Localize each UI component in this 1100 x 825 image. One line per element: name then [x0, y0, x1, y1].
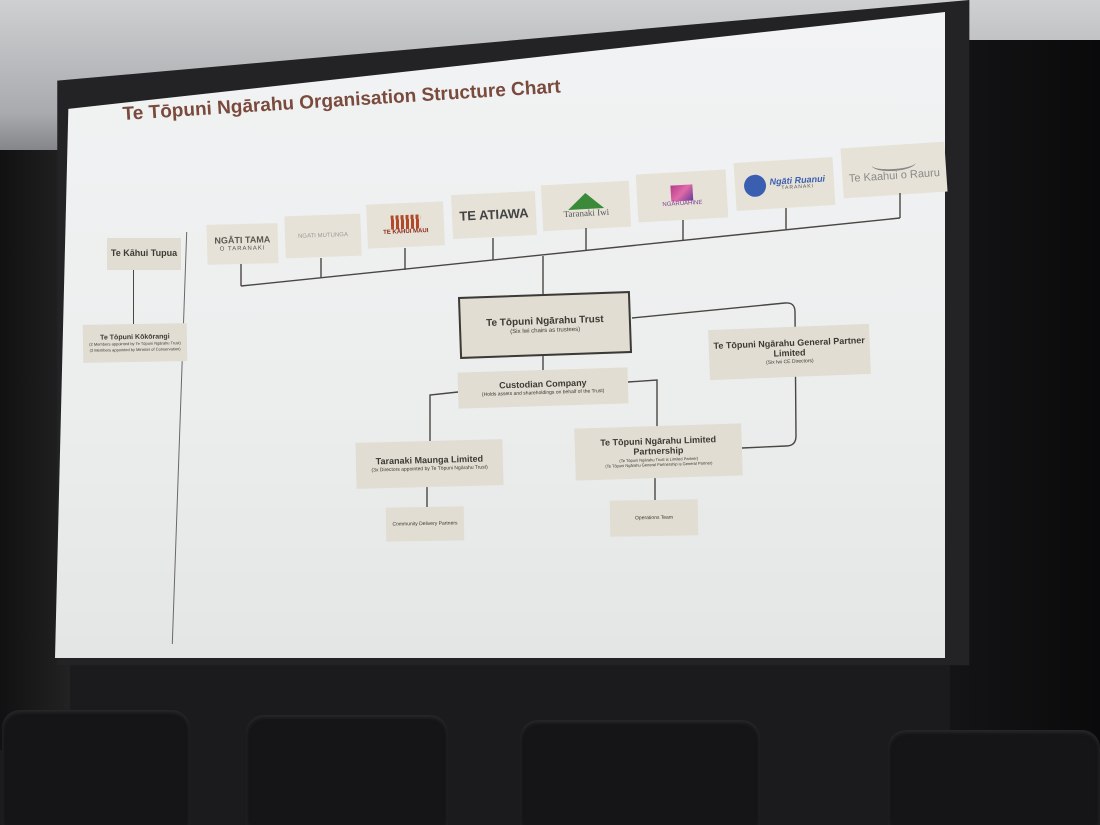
chair-4 [888, 730, 1100, 825]
operations-team-box: Operations Team [609, 499, 699, 537]
trust-title: Te Tōpuni Ngārahu Trust [485, 313, 604, 329]
audience-chairs [0, 690, 1100, 825]
general-partner-box: Te Tōpuni Ngārahu General Partner Limite… [708, 323, 871, 381]
trust-box: Te Tōpuni Ngārahu Trust (Six Iwi chairs … [457, 291, 633, 359]
room-right-wall [950, 40, 1100, 760]
community-delivery-box: Community Delivery Partners [385, 506, 465, 542]
chair-1 [2, 710, 190, 825]
chair-2 [246, 715, 448, 825]
general-partner-title: Te Tōpuni Ngārahu General Partner Limite… [713, 334, 865, 359]
general-partner-subtitle: (Six Iwi CE Directors) [766, 357, 814, 366]
custodian-company-box: Custodian Company (Holds assets and shar… [457, 367, 629, 409]
kahui-tupua-label: Te Kāhui Tupua [110, 248, 178, 259]
operations-team-label: Operations Team [634, 514, 674, 522]
community-delivery-label: Community Delivery Partners [392, 520, 458, 528]
limited-partnership-box: Te Tōpuni Ngārahu Limited Partnership (T… [574, 423, 743, 481]
kahui-tupua-connector [133, 270, 134, 324]
trust-subtitle: (Six Iwi chairs as trustees) [510, 326, 581, 335]
limited-partnership-sub2: (Te Tōpuni Ngārahu General Partnership i… [605, 460, 713, 469]
kahui-tupua-box: Te Kāhui Tupua [107, 238, 181, 270]
taranaki-maunga-box: Taranaki Maunga Limited (3x Directors ap… [355, 439, 504, 489]
limited-partnership-title: Te Tōpuni Ngārahu Limited Partnership [600, 433, 717, 457]
chair-3 [520, 720, 760, 825]
taranaki-maunga-subtitle: (3x Directors appointed by Te Tōpuni Ngā… [371, 464, 488, 474]
